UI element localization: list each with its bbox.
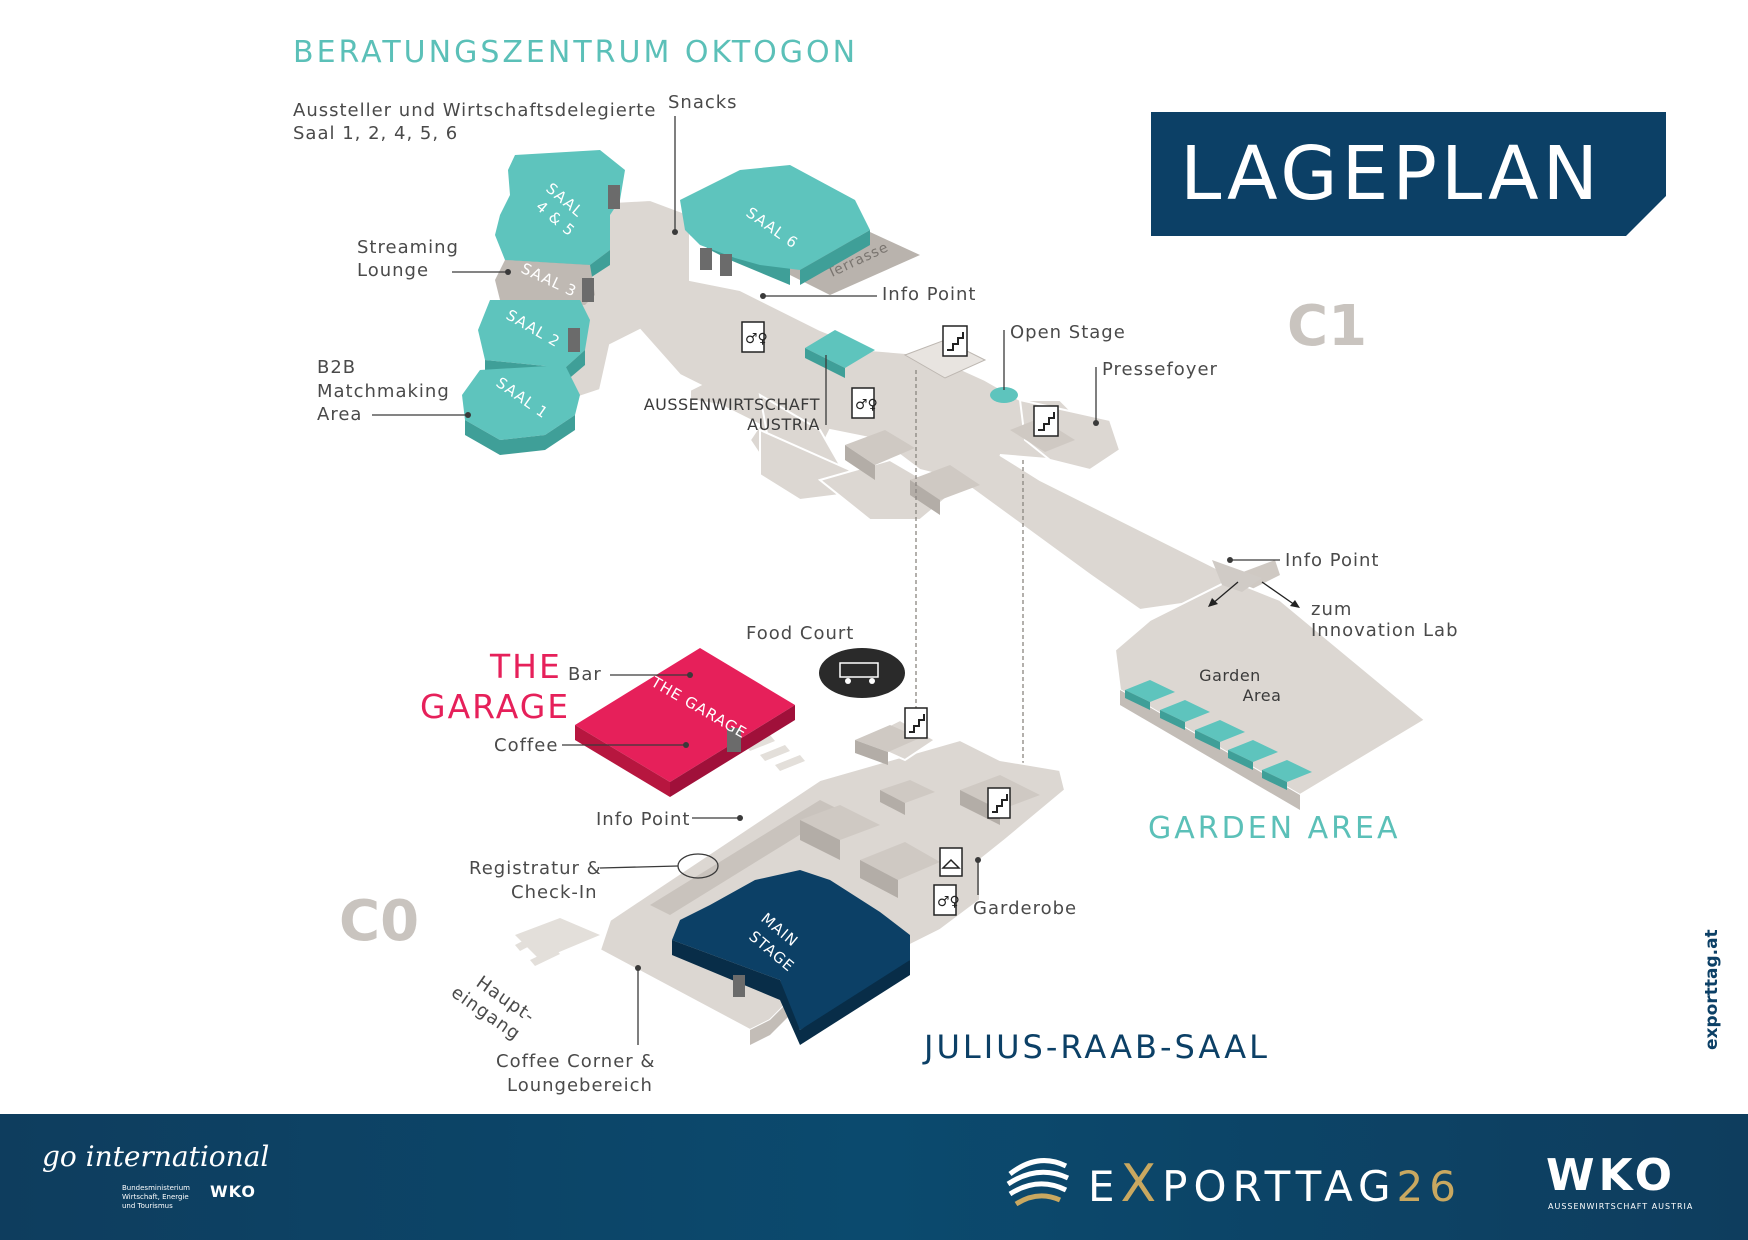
ministry-text-3: und Tourismus [122, 1202, 173, 1210]
stairs-icon [1033, 405, 1059, 437]
label-food-court: Food Court [746, 623, 854, 644]
title-banner [1151, 112, 1666, 236]
label-awa-2: AUSTRIA [747, 415, 820, 434]
event-mid: PORTTAG [1162, 1162, 1397, 1211]
stairs-icon [942, 325, 968, 357]
food-truck-icon [819, 648, 905, 698]
label-b2b-1: B2B [317, 357, 356, 378]
c1-structures [805, 330, 1280, 595]
side-url[interactable]: exporttag.at [1702, 929, 1722, 1050]
restroom-icon: ♂♀ [851, 387, 878, 419]
page-title: LAGEPLAN [1180, 131, 1602, 217]
saal-6[interactable]: SAAL 6 [680, 165, 870, 285]
coat-hanger-icon [939, 847, 963, 877]
label-coffee: Coffee [494, 735, 558, 756]
svg-text:♂♀: ♂♀ [745, 331, 768, 347]
hall-title-garage-1: THE [489, 647, 562, 686]
label-innovation-1: zum [1311, 599, 1352, 620]
label-coffee-corner-1: Coffee Corner & [496, 1051, 655, 1072]
garden-room-label-2: Area [1243, 686, 1282, 705]
label-snacks: Snacks [668, 92, 738, 113]
label-info-point-right: Info Point [1285, 550, 1379, 571]
label-bar: Bar [568, 664, 602, 685]
label-info-point-top: Info Point [882, 284, 976, 305]
label-open-stage: Open Stage [1010, 322, 1126, 343]
wko-subtitle: AUSSENWIRTSCHAFT AUSTRIA [1548, 1202, 1694, 1211]
label-b2b-3: Area [317, 404, 362, 425]
label-garderobe: Garderobe [973, 898, 1077, 919]
label-innovation-2: Innovation Lab [1311, 620, 1459, 641]
globe-icon [1006, 1158, 1070, 1207]
label-info-point-c0: Info Point [596, 809, 690, 830]
ministry-text-1: Bundesministerium [122, 1184, 190, 1192]
wko-logo: WKO [1546, 1150, 1677, 1201]
event-prefix: E [1088, 1162, 1121, 1211]
hall-title-garage-2: GARAGE [420, 687, 570, 726]
footer: go international Bundesministerium Wirts… [0, 1114, 1748, 1240]
svg-text:♂♀: ♂♀ [937, 894, 960, 910]
arrow-icon [1208, 581, 1300, 608]
event-x: X [1120, 1154, 1163, 1214]
saal-3[interactable]: SAAL 3 [495, 259, 595, 305]
go-international-logo: go international [42, 1140, 270, 1173]
event-year: 26 [1396, 1162, 1462, 1211]
label-awa-1: AUSSENWIRTSCHAFT [644, 395, 820, 414]
hall-title-julius: JULIUS-RAAB-SAAL [922, 1028, 1270, 1066]
garden-room-label-1: Garden [1199, 666, 1261, 685]
label-registratur-1: Registratur & [469, 858, 602, 879]
label-coffee-corner-2: Loungebereich [507, 1075, 653, 1096]
c0-structures [515, 725, 1040, 966]
saal-4-5[interactable]: SAAL 4 & 5 [495, 150, 625, 278]
restroom-icon: ♂♀ [933, 884, 960, 916]
restroom-icon: ♂♀ [741, 321, 768, 353]
label-b2b-2: Matchmaking [317, 381, 450, 402]
level-c0: C0 [339, 889, 419, 954]
the-garage-room[interactable]: THE GARAGE [575, 648, 795, 797]
hall-title-oktogon: BERATUNGSZENTRUM OKTOGON [293, 35, 858, 70]
stairs-icon [904, 707, 928, 739]
c1-floor [538, 198, 1242, 612]
level-c1: C1 [1287, 294, 1367, 359]
label-streaming-1: Streaming [357, 237, 459, 258]
label-aussteller-2: Saal 1, 2, 4, 5, 6 [293, 123, 458, 144]
stairs-icon [987, 787, 1011, 819]
label-aussteller-1: Aussteller und Wirtschaftsdelegierte [293, 100, 656, 121]
ministry-text-2: Wirtschaft, Energie [122, 1193, 189, 1201]
label-registratur-2: Check-In [511, 882, 598, 903]
svg-text:♂♀: ♂♀ [855, 397, 878, 413]
label-streaming-2: Lounge [357, 260, 429, 281]
wko-small-logo: WKO [210, 1182, 256, 1201]
main-stage[interactable]: MAIN STAGE [672, 870, 910, 1045]
saal-1[interactable]: SAAL 1 [462, 365, 580, 455]
hall-title-garden: GARDEN AREA [1148, 811, 1401, 846]
label-pressefoyer: Pressefoyer [1102, 359, 1218, 380]
garden-tiles [1125, 680, 1312, 790]
event-logo: EXPORTTAG26 [1088, 1154, 1462, 1214]
